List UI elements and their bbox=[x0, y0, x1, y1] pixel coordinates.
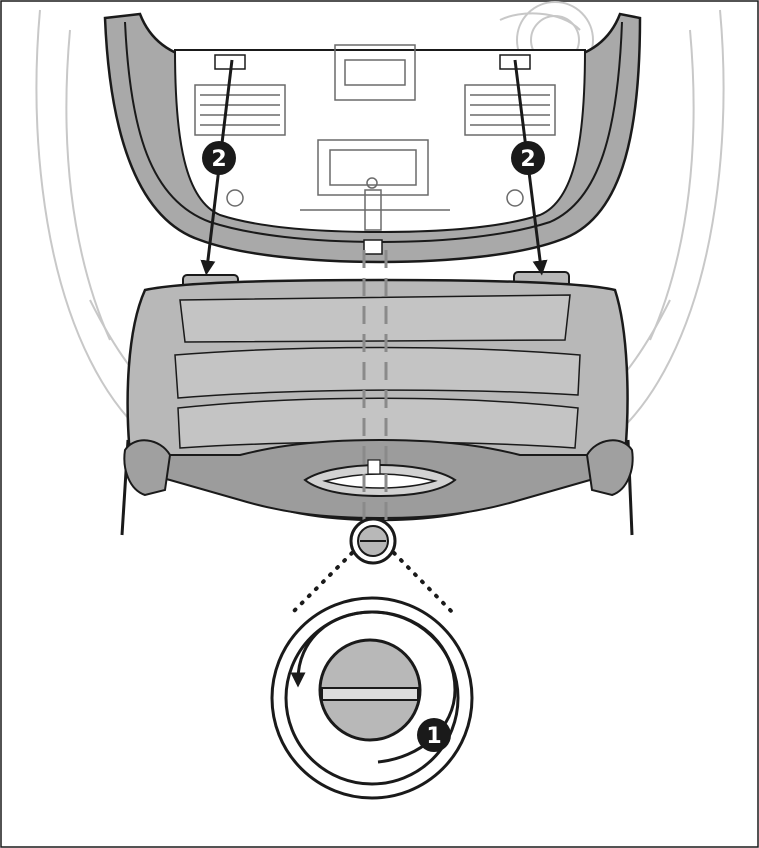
step-badge-left: 2 bbox=[202, 141, 236, 175]
alignment-guide bbox=[362, 250, 388, 520]
step-badge-right: 2 bbox=[511, 141, 545, 175]
zoom-detail bbox=[270, 596, 474, 800]
step-number: 2 bbox=[211, 147, 226, 172]
chassis-frame bbox=[103, 12, 642, 264]
step-number: 1 bbox=[426, 724, 441, 749]
screw-head bbox=[349, 517, 397, 565]
zoom-lines bbox=[288, 551, 457, 617]
bumper-cover bbox=[120, 271, 634, 536]
step-number: 2 bbox=[520, 147, 535, 172]
step-badge-rotate: 1 bbox=[417, 718, 451, 752]
